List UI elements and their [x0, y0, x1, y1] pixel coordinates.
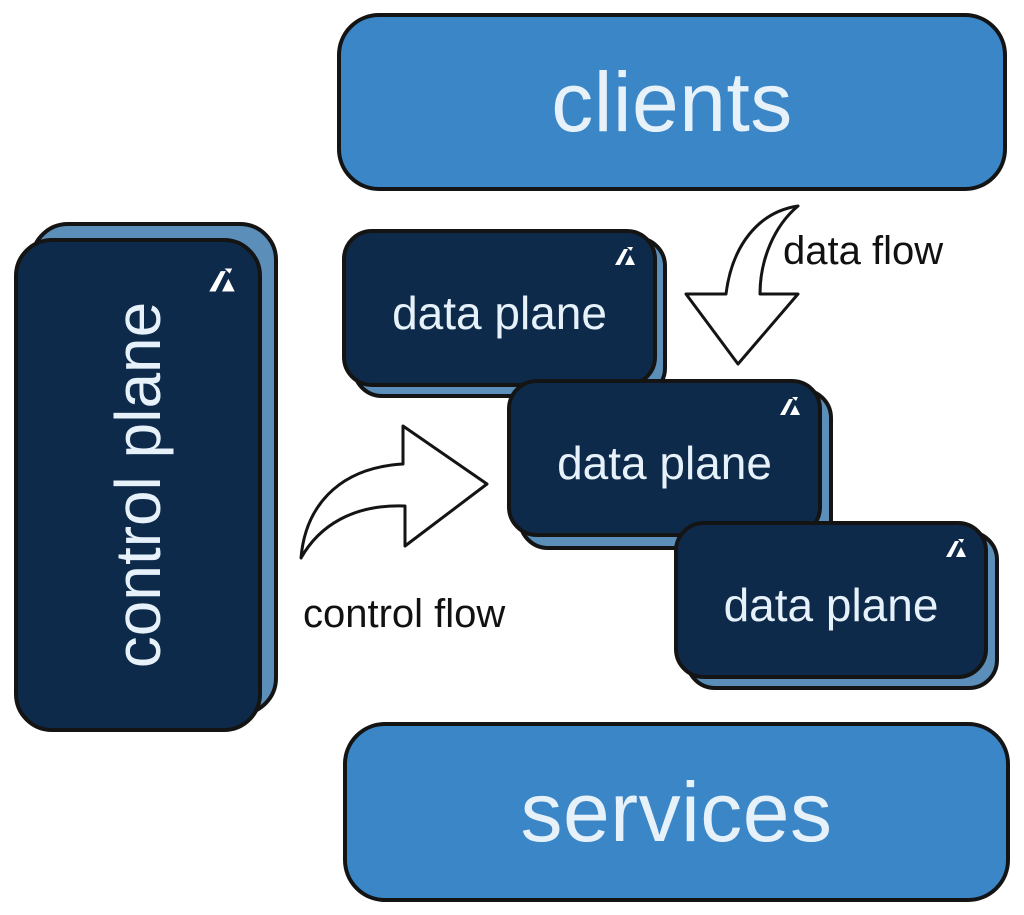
logo-icon [780, 397, 800, 415]
curved-down-arrow-icon [684, 204, 800, 366]
data-plane-label: data plane [557, 437, 772, 489]
control-plane-label: control plane [102, 301, 174, 669]
curved-right-arrow-icon [299, 424, 489, 560]
data-flow-label: data flow [783, 229, 944, 273]
logo-icon [615, 247, 635, 265]
logo-icon [209, 268, 235, 292]
data-plane-1-block: data plane [342, 229, 657, 387]
data-plane-label: data plane [392, 287, 607, 339]
clients-label: clients [551, 54, 793, 149]
control-flow-label: control flow [303, 592, 506, 636]
data-plane-2-block: data plane [507, 379, 822, 537]
clients-block: clients [337, 13, 1007, 191]
services-block: services [343, 722, 1010, 902]
data-plane-label: data plane [723, 579, 939, 631]
data-plane-3-block: data plane [674, 521, 988, 679]
services-label: services [520, 764, 833, 859]
control-plane-block: control plane [14, 238, 262, 732]
logo-icon [946, 539, 966, 557]
